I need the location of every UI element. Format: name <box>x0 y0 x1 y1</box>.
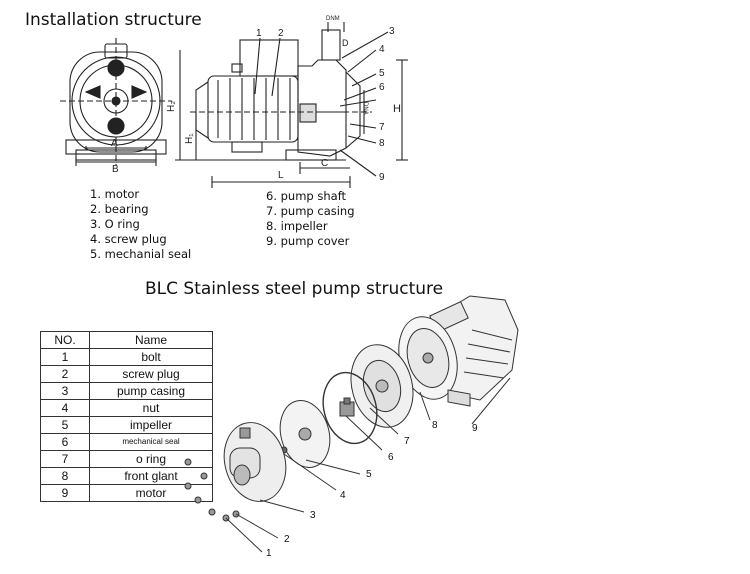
impeller-part <box>279 400 331 468</box>
part-name: pump casing <box>89 382 213 400</box>
installation-title: Installation structure <box>25 10 202 30</box>
dim-h-label: H <box>393 103 401 115</box>
dim-h1-label: H₁ <box>184 133 195 144</box>
exploded-callout-2: 2 <box>284 534 290 545</box>
legend-item: 6. pump shaft <box>266 189 347 203</box>
exploded-callout-9: 9 <box>472 423 478 434</box>
part-name: motor <box>89 484 213 502</box>
dim-b-label: B <box>112 164 119 175</box>
legend-item: 1. motor <box>90 187 140 201</box>
front-glant-part <box>350 344 414 428</box>
exploded-callout-8: 8 <box>432 420 438 431</box>
legend-right: 6. pump shaft 7. pump casing 8. impeller… <box>266 189 355 249</box>
motor-part <box>398 295 519 407</box>
legend-item: 4. screw plug <box>90 232 167 246</box>
dim-c-label: C <box>321 158 328 169</box>
legend-item: 2. bearing <box>90 202 149 216</box>
exploded-callout-3: 3 <box>310 510 316 521</box>
o-ring-part <box>322 371 378 445</box>
part-name: o ring <box>89 450 213 468</box>
mechanical-seal-part <box>339 397 355 417</box>
legend-item: 3. O ring <box>90 217 140 231</box>
dim-a-label: A <box>111 138 118 149</box>
exploded-title: BLC Stainless steel pump structure <box>145 279 444 299</box>
exploded-callout-5: 5 <box>366 469 372 480</box>
exploded-callout-7: 7 <box>404 436 410 447</box>
legend-item: 8. impeller <box>266 219 328 233</box>
dim-dnm-label: DNM <box>326 16 340 22</box>
table-header-row: NO. Name <box>40 331 213 349</box>
callout-1: 1 <box>256 28 262 39</box>
callout-5: 5 <box>379 68 385 79</box>
exploded-callout-4: 4 <box>340 490 346 501</box>
exploded-view-drawing <box>184 295 519 553</box>
pump-casing-part <box>223 422 287 502</box>
callout-8: 8 <box>379 138 385 149</box>
legend-left: 1. motor 2. bearing 3. O ring 4. screw p… <box>90 187 191 262</box>
dim-h2-label: H₂ <box>166 101 177 112</box>
pump-side-view <box>175 22 408 188</box>
part-name: bolt <box>89 348 213 366</box>
legend-item: 9. pump cover <box>266 234 350 248</box>
callout-9: 9 <box>379 172 385 183</box>
installation-drawing: A B <box>60 16 408 188</box>
exploded-callout-6: 6 <box>388 452 394 463</box>
pump-front-view <box>60 38 172 166</box>
legend-item: 7. pump casing <box>266 204 355 218</box>
legend-item: 5. mechanial seal <box>90 247 192 261</box>
dim-l-label: L <box>278 170 284 181</box>
part-name: front glant <box>89 467 213 485</box>
dim-d-label: D <box>342 38 349 48</box>
callout-7: 7 <box>379 122 385 133</box>
exploded-callout-1: 1 <box>266 548 272 559</box>
dim-dna-label: DNA <box>362 102 368 115</box>
callout-2: 2 <box>278 28 284 39</box>
callout-4: 4 <box>379 44 385 55</box>
callout-3: 3 <box>389 26 395 37</box>
callout-6: 6 <box>379 82 385 93</box>
